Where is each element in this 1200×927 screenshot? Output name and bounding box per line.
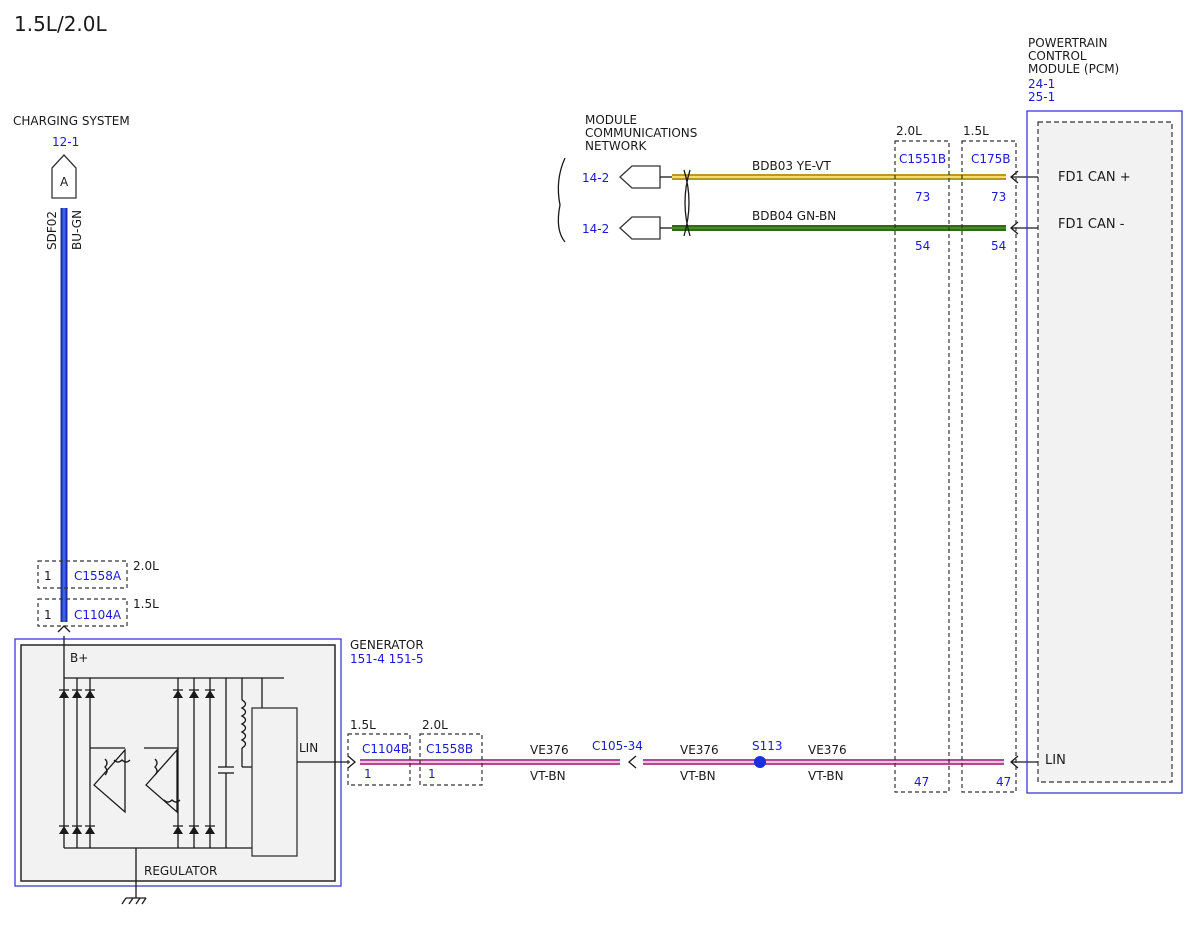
lin-seg3-color: VT-BN	[808, 769, 844, 783]
connector-a-shape	[51, 154, 77, 199]
pcm-title-line3: MODULE (PCM)	[1028, 62, 1119, 76]
wire-label-bdb03: BDB03 YE-VT	[752, 159, 832, 173]
pcm-ref-1: 24-1	[1028, 77, 1055, 91]
connector-c175b-pin-54: 54	[991, 239, 1006, 253]
connector-c1551b-pin-54: 54	[915, 239, 930, 253]
connector-c175b-pin-47: 47	[996, 775, 1011, 789]
connector-c175b-variant: 1.5L	[963, 124, 989, 138]
b-plus-arrow	[57, 625, 71, 633]
pcm-title-line1: POWERTRAIN	[1028, 36, 1108, 50]
pcm-ref-2: 25-1	[1028, 90, 1055, 104]
charging-system-title: CHARGING SYSTEM	[13, 114, 130, 128]
generator-refs: 151-4 151-5	[350, 652, 424, 666]
splice-s113-dot	[754, 756, 766, 768]
connector-c1558a-variant: 2.0L	[133, 559, 159, 573]
connector-c1104a-name: C1104A	[74, 608, 122, 622]
connector-c175b	[961, 140, 1017, 793]
network-connector-1	[619, 165, 661, 189]
lin-seg2-color: VT-BN	[680, 769, 716, 783]
network-title-line2: COMMUNICATIONS	[585, 126, 697, 140]
lin-seg1-circuit: VE376	[530, 743, 569, 757]
connector-c1558a	[37, 560, 128, 589]
page-title: 1.5L/2.0L	[14, 12, 107, 36]
pcm-title-line2: CONTROL	[1028, 49, 1087, 63]
connector-c1104a-pin: 1	[44, 608, 52, 622]
pcm-pin-can-minus: FD1 CAN -	[1058, 217, 1125, 232]
wire-color-bu-gn: BU-GN	[70, 210, 84, 250]
connector-c1104b	[347, 733, 411, 786]
connector-c1558a-name: C1558A	[74, 569, 122, 583]
lin-seg3-circuit: VE376	[808, 743, 847, 757]
connector-c175b-pin-73: 73	[991, 190, 1006, 204]
network-ref-1: 14-2	[582, 171, 609, 185]
connector-c1104a-variant: 1.5L	[133, 597, 159, 611]
connector-c1104b-variant: 1.5L	[350, 718, 376, 732]
connector-c1558b-name: C1558B	[426, 742, 473, 756]
charging-system-ref: 12-1	[52, 135, 79, 149]
generator-lin-label: LIN	[299, 741, 318, 755]
connector-c1104b-pin: 1	[364, 767, 372, 781]
regulator-label: REGULATOR	[144, 864, 217, 878]
generator-title: GENERATOR	[350, 638, 424, 652]
connector-c1558b-pin: 1	[428, 767, 436, 781]
network-title-line1: MODULE	[585, 113, 637, 127]
wire-label-bdb04: BDB04 GN-BN	[752, 209, 836, 223]
b-plus-label: B+	[70, 651, 88, 665]
inline-connector-c105-34: C105-34	[592, 739, 643, 753]
connector-c1558b-variant: 2.0L	[422, 718, 448, 732]
connector-a-letter: A	[60, 175, 69, 189]
pcm-body	[1037, 121, 1173, 783]
splice-s113-label: S113	[752, 739, 783, 753]
connector-c175b-name: C175B	[971, 152, 1011, 166]
network-title-line3: NETWORK	[585, 139, 648, 153]
wire-circuit-sdf02: SDF02	[45, 211, 59, 250]
lin-arrow-generator	[347, 755, 356, 769]
connector-c1551b-pin-47: 47	[914, 775, 929, 789]
connector-c1551b	[894, 140, 950, 793]
lin-seg1-color: VT-BN	[530, 769, 566, 783]
lin-seg2-circuit: VE376	[680, 743, 719, 757]
pcm-module	[1026, 110, 1183, 794]
network-ref-2: 14-2	[582, 222, 609, 236]
lin-arrow-c105	[628, 755, 637, 769]
connector-c1558b	[419, 733, 483, 786]
network-brace	[557, 157, 566, 243]
connector-c1551b-pin-73: 73	[915, 190, 930, 204]
pcm-pin-lin: LIN	[1045, 753, 1066, 768]
connector-c1551b-name: C1551B	[899, 152, 946, 166]
connector-c1551b-variant: 2.0L	[896, 124, 922, 138]
connector-c1104b-name: C1104B	[362, 742, 409, 756]
connector-c1104a	[37, 598, 128, 627]
generator-schematic	[59, 636, 350, 905]
pcm-pin-can-plus: FD1 CAN +	[1058, 170, 1131, 185]
connector-c1558a-pin: 1	[44, 569, 52, 583]
twisted-pair-icon	[683, 169, 691, 237]
network-connector-2	[619, 216, 661, 240]
